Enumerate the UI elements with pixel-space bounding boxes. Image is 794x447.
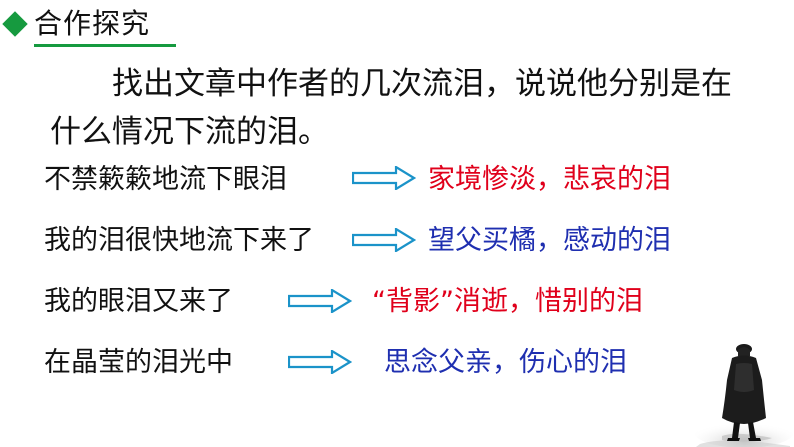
right-arrow-icon bbox=[288, 350, 352, 374]
row-1-meaning: 家境惨淡，悲哀的泪 bbox=[428, 164, 671, 195]
right-arrow-icon bbox=[352, 228, 416, 252]
section-header: 合作探究 bbox=[0, 0, 176, 48]
row-4-meaning: 思念父亲，伤心的泪 bbox=[384, 347, 627, 378]
question-text: 找出文章中作者的几次流泪，说说他分别是在什么情况下流的泪。 bbox=[50, 66, 732, 150]
diamond-bullet-icon bbox=[2, 11, 28, 37]
section-title: 合作探究 bbox=[34, 7, 151, 40]
title-underline bbox=[34, 44, 176, 47]
row-1-situation: 不禁簌簌地流下眼泪 bbox=[44, 164, 287, 195]
row-3-situation: 我的眼泪又来了 bbox=[44, 286, 233, 317]
row-3-meaning: “背影”消逝，惜别的泪 bbox=[372, 286, 643, 317]
father-back-illustration bbox=[694, 344, 794, 447]
row-2-meaning: 望父买橘，感动的泪 bbox=[428, 225, 671, 256]
row-4-situation: 在晶莹的泪光中 bbox=[44, 347, 233, 378]
right-arrow-icon bbox=[352, 166, 416, 190]
row-2-situation: 我的泪很快地流下来了 bbox=[44, 225, 314, 256]
right-arrow-icon bbox=[288, 289, 352, 313]
